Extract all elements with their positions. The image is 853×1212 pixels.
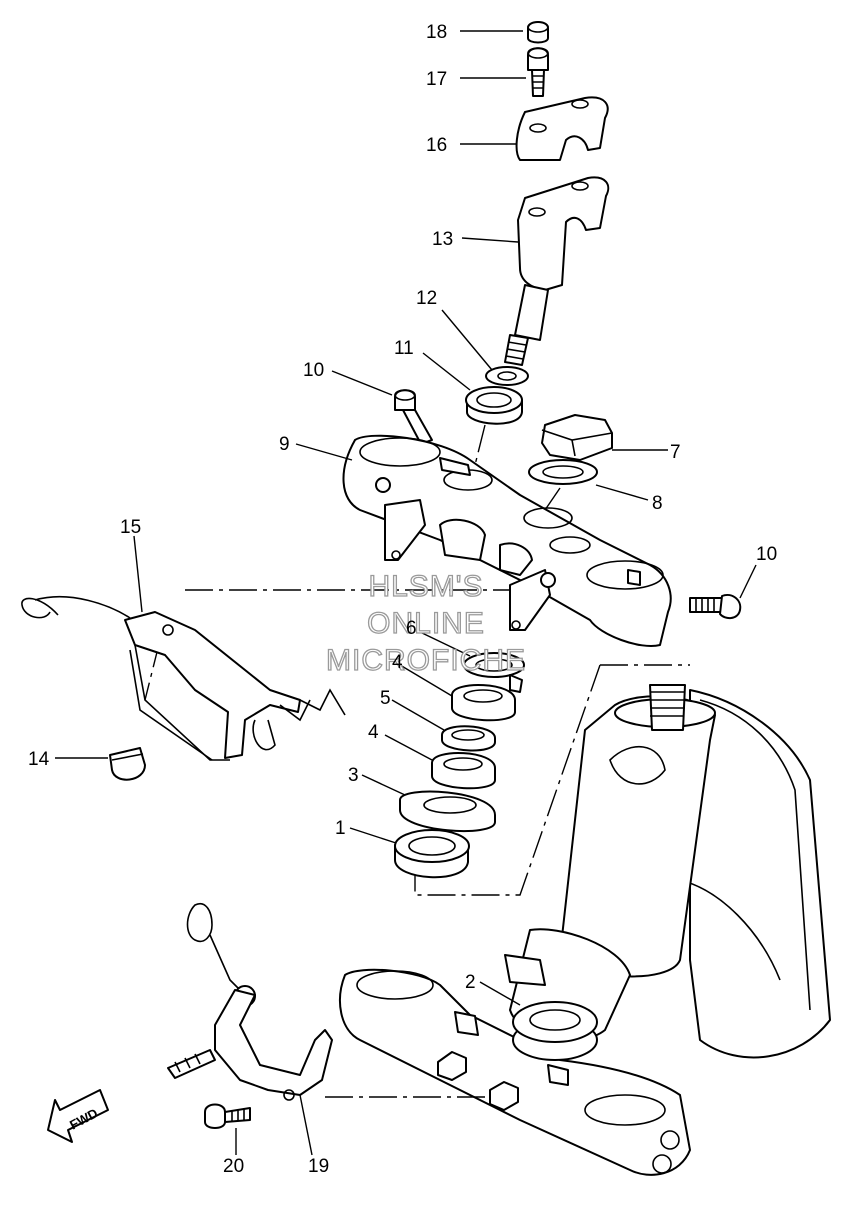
watermark-line-1: HLSM'S <box>368 570 483 603</box>
callout-1: 1 <box>335 818 346 839</box>
callout-6: 6 <box>406 618 417 639</box>
callouts: 18 17 16 13 12 11 10 9 7 8 15 10 6 4 5 4… <box>28 22 777 1177</box>
lower-nuts <box>437 1051 519 1111</box>
part-11-seal <box>465 386 523 425</box>
part-15-wire-bracket <box>21 596 346 761</box>
part-17-bolt <box>527 47 549 97</box>
part-13-handlebar-holder <box>504 176 610 366</box>
part-18-cap <box>527 21 549 44</box>
bearing-2 <box>512 1001 598 1061</box>
part-16-clamp <box>515 96 609 161</box>
callout-9: 9 <box>279 434 290 455</box>
leader-lines <box>55 30 757 1156</box>
callout-10-upper: 10 <box>303 360 324 381</box>
part-1-bearing <box>394 829 470 879</box>
callout-7: 7 <box>670 442 681 463</box>
part-5-washer <box>441 725 496 752</box>
callout-12: 12 <box>416 288 437 309</box>
watermark: HLSM'S ONLINE MICROFICHE <box>325 569 526 677</box>
callout-4-lower: 4 <box>368 722 379 743</box>
lower-bracket <box>339 954 691 1176</box>
part-6-ring-nut <box>463 652 525 693</box>
callout-10-right: 10 <box>756 544 777 565</box>
callout-3: 3 <box>348 765 359 786</box>
callout-2: 2 <box>465 972 476 993</box>
callout-11: 11 <box>394 338 414 359</box>
callout-18: 18 <box>426 22 447 43</box>
part-10-bolt-right <box>689 594 742 620</box>
part-12-washer <box>485 366 529 386</box>
callout-13: 13 <box>432 229 453 250</box>
fwd-arrow-icon: FWD <box>47 1089 109 1143</box>
callout-14: 14 <box>28 749 50 770</box>
part-10-bolt-upper <box>394 389 433 445</box>
callout-16: 16 <box>426 135 447 156</box>
callout-20: 20 <box>223 1156 244 1177</box>
callout-17: 17 <box>426 69 447 90</box>
part-8-washer <box>528 459 598 485</box>
watermark-line-2: ONLINE <box>367 607 485 640</box>
watermark-line-3: MICROFICHE <box>326 644 526 677</box>
part-4-nut-upper <box>451 684 516 722</box>
part-4-nut-lower <box>431 752 496 790</box>
part-19-lower-bracket <box>167 903 333 1101</box>
callout-4-upper: 4 <box>392 652 403 673</box>
part-14-cap-nut <box>109 747 146 781</box>
callout-8: 8 <box>652 493 663 514</box>
part-20-bolt <box>204 1103 251 1129</box>
part-3-race <box>399 790 496 832</box>
callout-15: 15 <box>120 517 141 538</box>
part-9-upper-bracket <box>342 434 672 647</box>
part-7-nut <box>541 414 613 461</box>
callout-5: 5 <box>380 688 391 709</box>
callout-19: 19 <box>308 1156 329 1177</box>
